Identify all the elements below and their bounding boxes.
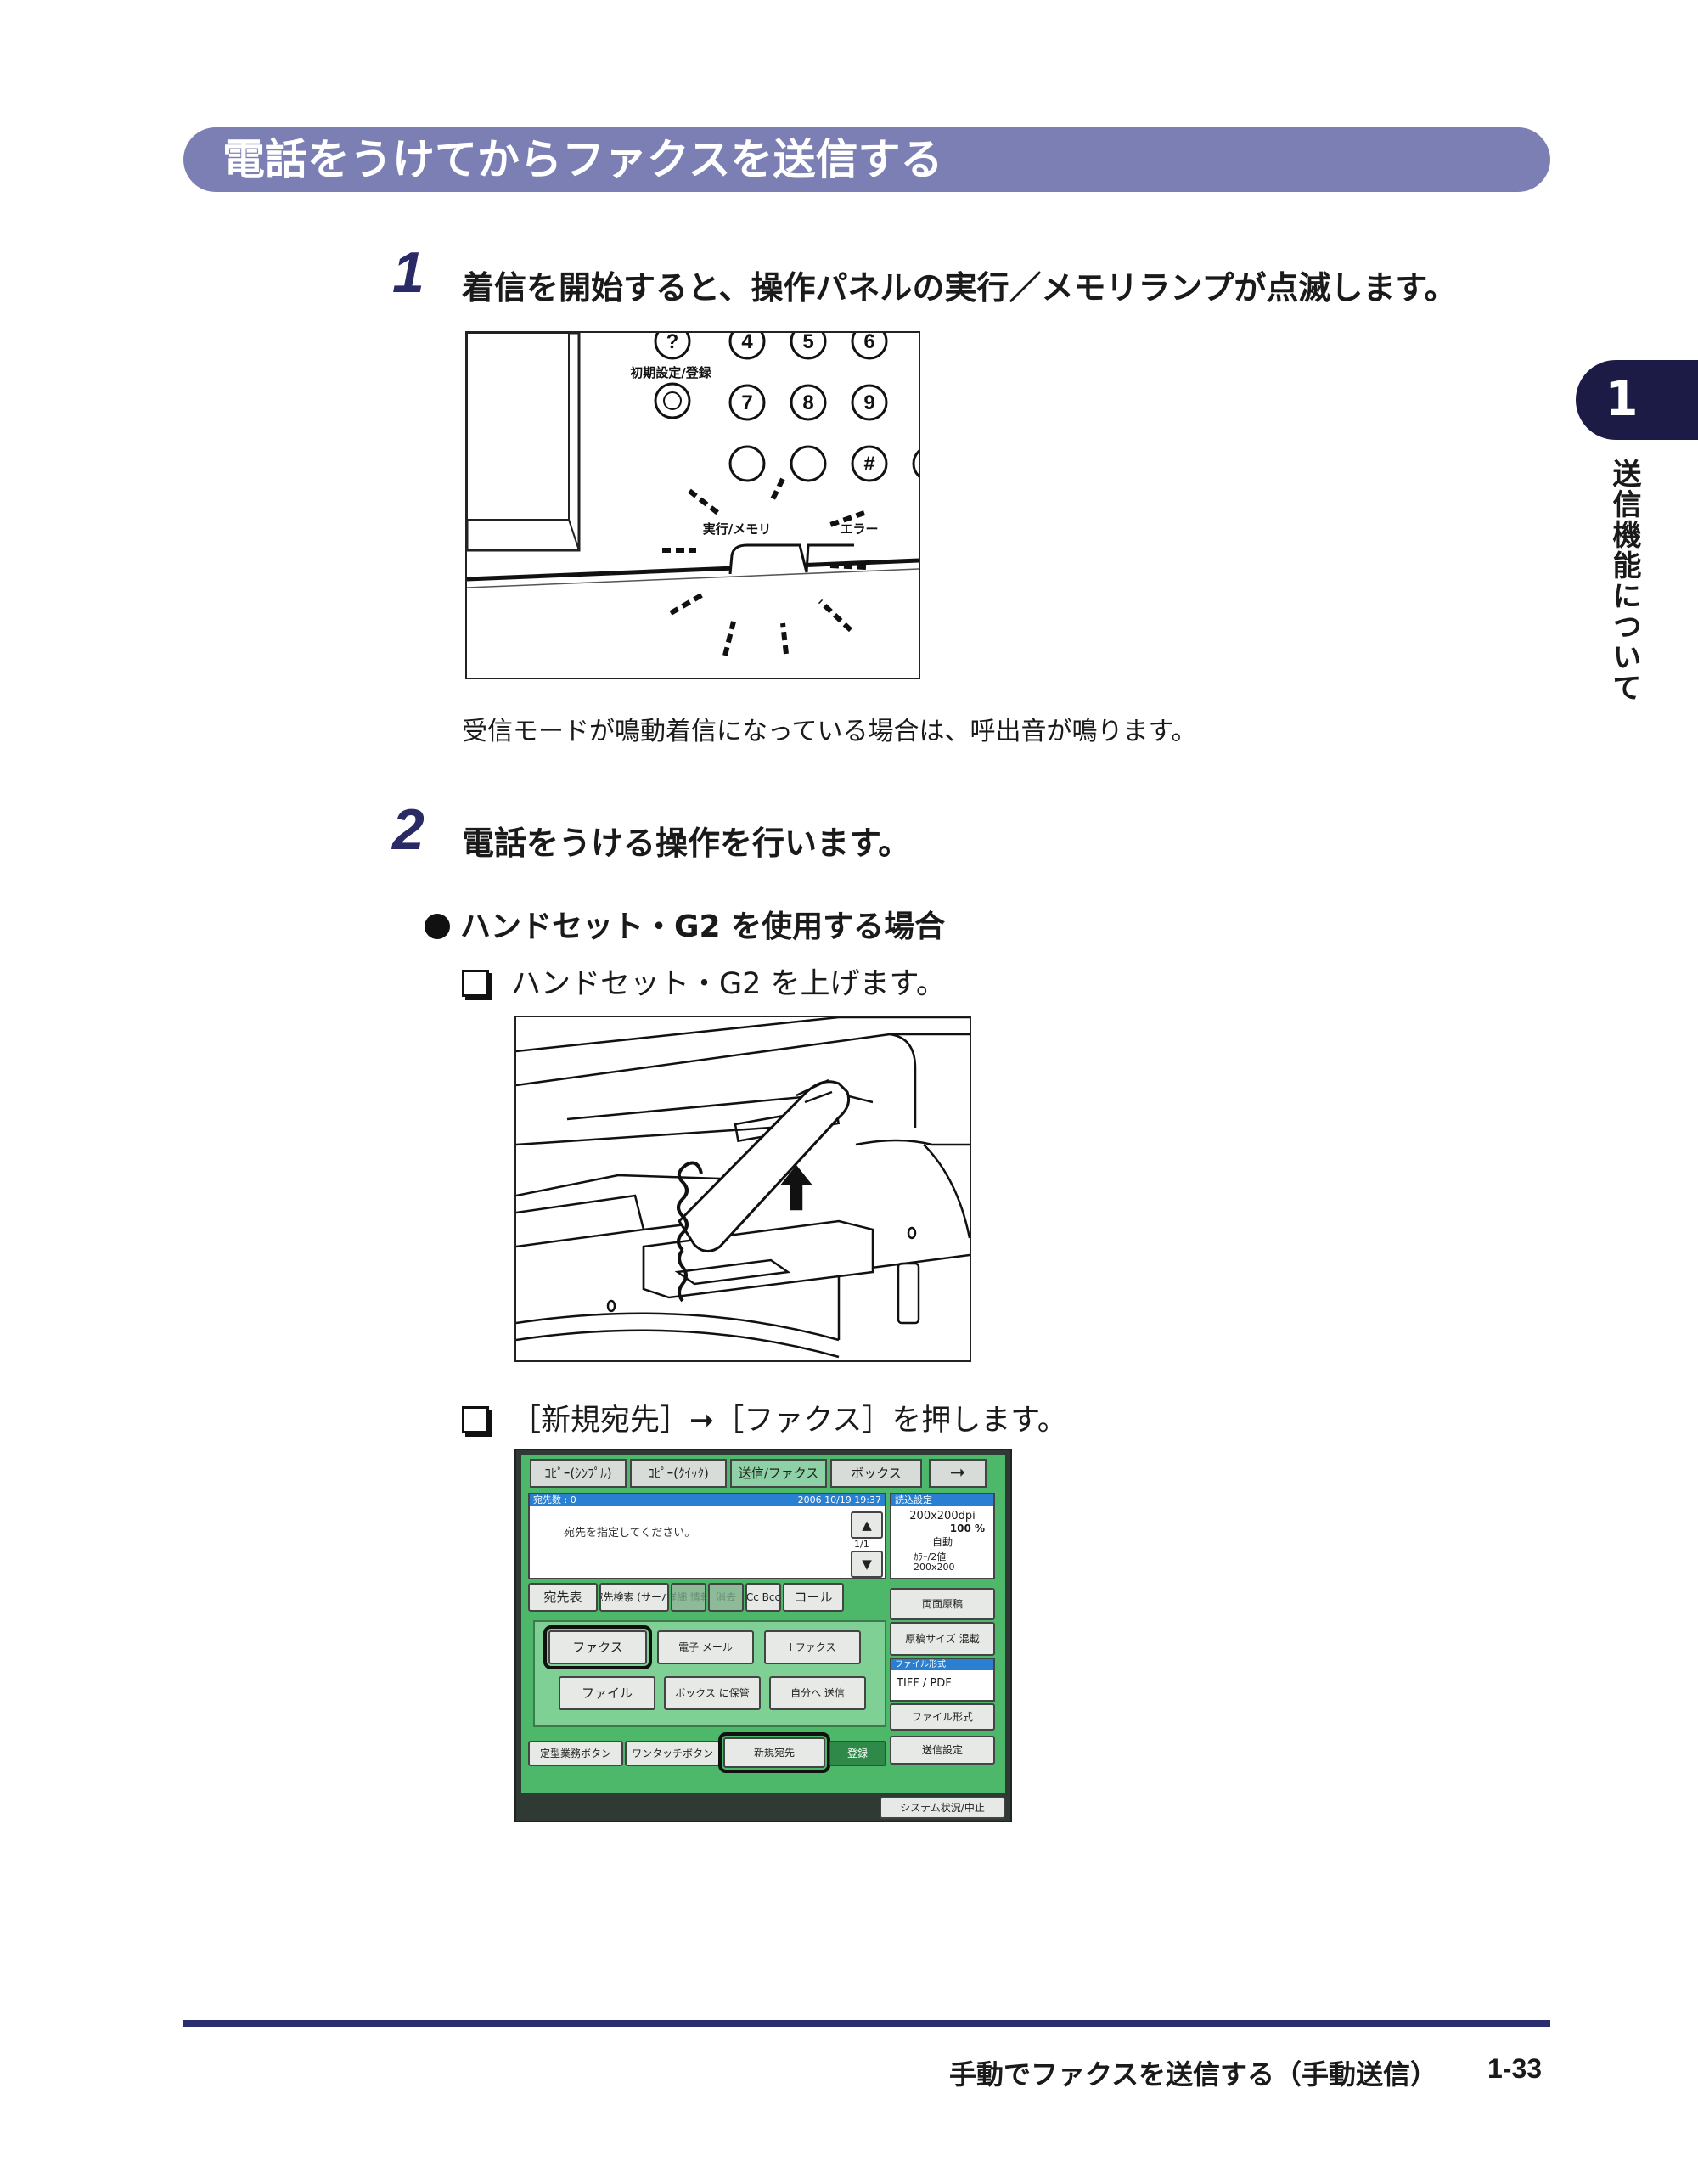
send-settings-button[interactable]: 送信設定 [890,1736,995,1765]
page-number: 1-33 [1487,2053,1543,2084]
file-format-display: ファイル形式 TIFF / PDF [890,1658,995,1702]
touch-panel-display: ｺﾋﾟｰ(ｼﾝﾌﾟﾙ) ｺﾋﾟｰ(ｸｲｯｸ) 送信/ファクス ボックス ➞ 宛先… [521,1455,1005,1793]
call-button[interactable]: コール [783,1583,844,1612]
key-hash: # [863,453,874,476]
color-resolution: 200x200 [914,1562,955,1573]
section-banner [183,127,1550,192]
address-search-button[interactable]: 宛先検索 (サーバ) [599,1583,669,1612]
tab-send-fax[interactable]: 送信/ファクス [730,1459,827,1488]
step-text: 着信を開始すると、操作パネルの実行／メモリランプが点滅します。 [462,269,1457,307]
scroll-up-button[interactable]: ▲ [851,1511,883,1539]
substep-text: ［新規宛先］➞［ファクス］を押します。 [511,1404,1067,1438]
step-text: 電話をうける操作を行います。 [462,825,911,862]
address-book-button[interactable]: 宛先表 [528,1583,598,1612]
case-heading-text: ハンドセット・G2 を使用する場合 [460,909,946,944]
status-bar: システム状況/中止 [516,1793,1010,1821]
file-format-value: TIFF / PDF [897,1677,952,1690]
tab-copy-quick[interactable]: ｺﾋﾟｰ(ｸｲｯｸ) [630,1459,727,1488]
substep: ［新規宛先］➞［ファクス］を押します。 [462,1396,1067,1439]
clear-button[interactable]: 消去 [708,1583,744,1612]
file-format-label: ファイル形式 [891,1659,993,1670]
key-6: 6 [863,333,874,353]
step-number: 1 [392,240,424,305]
system-status-button[interactable]: システム状況/中止 [880,1797,1005,1819]
footer-title: 手動でファクスを送信する（手動送信） [949,2058,1438,2091]
resolution: 200x200dpi [909,1510,976,1523]
key-7: 7 [741,391,752,414]
chapter-number: 1 [1605,372,1639,427]
section-title: 電話をうけてからファクスを送信する [222,135,943,184]
step-note: 受信モードが鳴動着信になっている場合は、呼出音が鳴ります。 [462,717,1197,746]
label-error: エラー [840,521,878,537]
checkbox-icon [462,970,489,997]
mixed-originals-button[interactable]: 原稿サイズ 混載 [890,1622,995,1656]
key-help: ? [666,333,679,353]
chapter-title: 送信機能について [1607,459,1641,703]
scale: 100 % [949,1523,985,1534]
checkbox-icon [462,1406,489,1433]
label-initial-settings: 初期設定/登録 [630,365,711,380]
chapter-tab [1576,360,1698,440]
datetime: 2006 10/19 19:37 [797,1494,881,1506]
store-in-box-button[interactable]: ボックス に保管 [664,1676,761,1710]
destination-list: 宛先数 : 0 2006 10/19 19:37 宛先を指定してください。 ▲ … [528,1493,886,1579]
key-4: 4 [741,333,753,353]
destination-placeholder: 宛先を指定してください。 [564,1527,696,1539]
arrow-right-icon[interactable]: ➞ [929,1459,987,1488]
control-panel-illustration: ? 4 5 6 7 8 9 # 初期設定/登録 実行/メモリ エラー [465,331,920,679]
tab-copy-simple[interactable]: ｺﾋﾟｰ(ｼﾝﾌﾟﾙ) [530,1459,627,1488]
fax-button[interactable]: ファクス [543,1625,652,1669]
substep-text: ハンドセット・G2 を上げます。 [511,967,947,1001]
email-button[interactable]: 電子 メール [657,1630,754,1664]
auto-density: 自動 [931,1536,953,1548]
one-touch-buttons-button[interactable]: ワンタッチボタン [625,1741,720,1766]
ifax-button[interactable]: I ファクス [764,1630,861,1664]
key-5: 5 [802,333,813,353]
standard-tasks-button[interactable]: 定型業務ボタン [528,1741,623,1766]
step-number: 2 [392,797,424,862]
cc-bcc-button[interactable]: Cc Bcc [745,1583,781,1612]
file-format-button[interactable]: ファイル形式 [890,1703,995,1731]
color-mode: ｶﾗｰ/2値 [914,1551,947,1562]
scan-settings[interactable]: 読込設定 200x200dpi 100 % 自動 ｶﾗｰ/2値 200x200 [890,1493,995,1579]
new-address-button[interactable]: 新規宛先 [718,1732,830,1773]
key-9: 9 [863,391,874,414]
scroll-down-button[interactable]: ▼ [851,1551,883,1578]
label-execute-memory: 実行/メモリ [703,521,771,537]
case-heading: ハンドセット・G2 を使用する場合 [424,902,945,946]
destination-count: 宛先数 : 0 [533,1494,576,1506]
touch-panel-screen: ｺﾋﾟｰ(ｼﾝﾌﾟﾙ) ｺﾋﾟｰ(ｸｲｯｸ) 送信/ファクス ボックス ➞ 宛先… [514,1449,1012,1822]
substep: ハンドセット・G2 を上げます。 [462,960,946,1003]
scan-settings-label: 読込設定 [891,1494,993,1506]
details-button[interactable]: 詳細 情報 [671,1583,706,1612]
file-button[interactable]: ファイル [559,1676,655,1710]
page-indicator: 1/1 [854,1539,869,1550]
bullet-icon [424,914,450,939]
register-button[interactable]: 登録 [829,1741,886,1766]
handset-illustration [514,1016,971,1362]
send-to-myself-button[interactable]: 自分へ 送信 [769,1676,866,1710]
footer-rule [183,2020,1550,2027]
key-8: 8 [802,391,813,414]
two-sided-original-button[interactable]: 両面原稿 [890,1588,995,1620]
tab-box[interactable]: ボックス [830,1459,922,1488]
destination-header: 宛先数 : 0 2006 10/19 19:37 [530,1494,885,1506]
